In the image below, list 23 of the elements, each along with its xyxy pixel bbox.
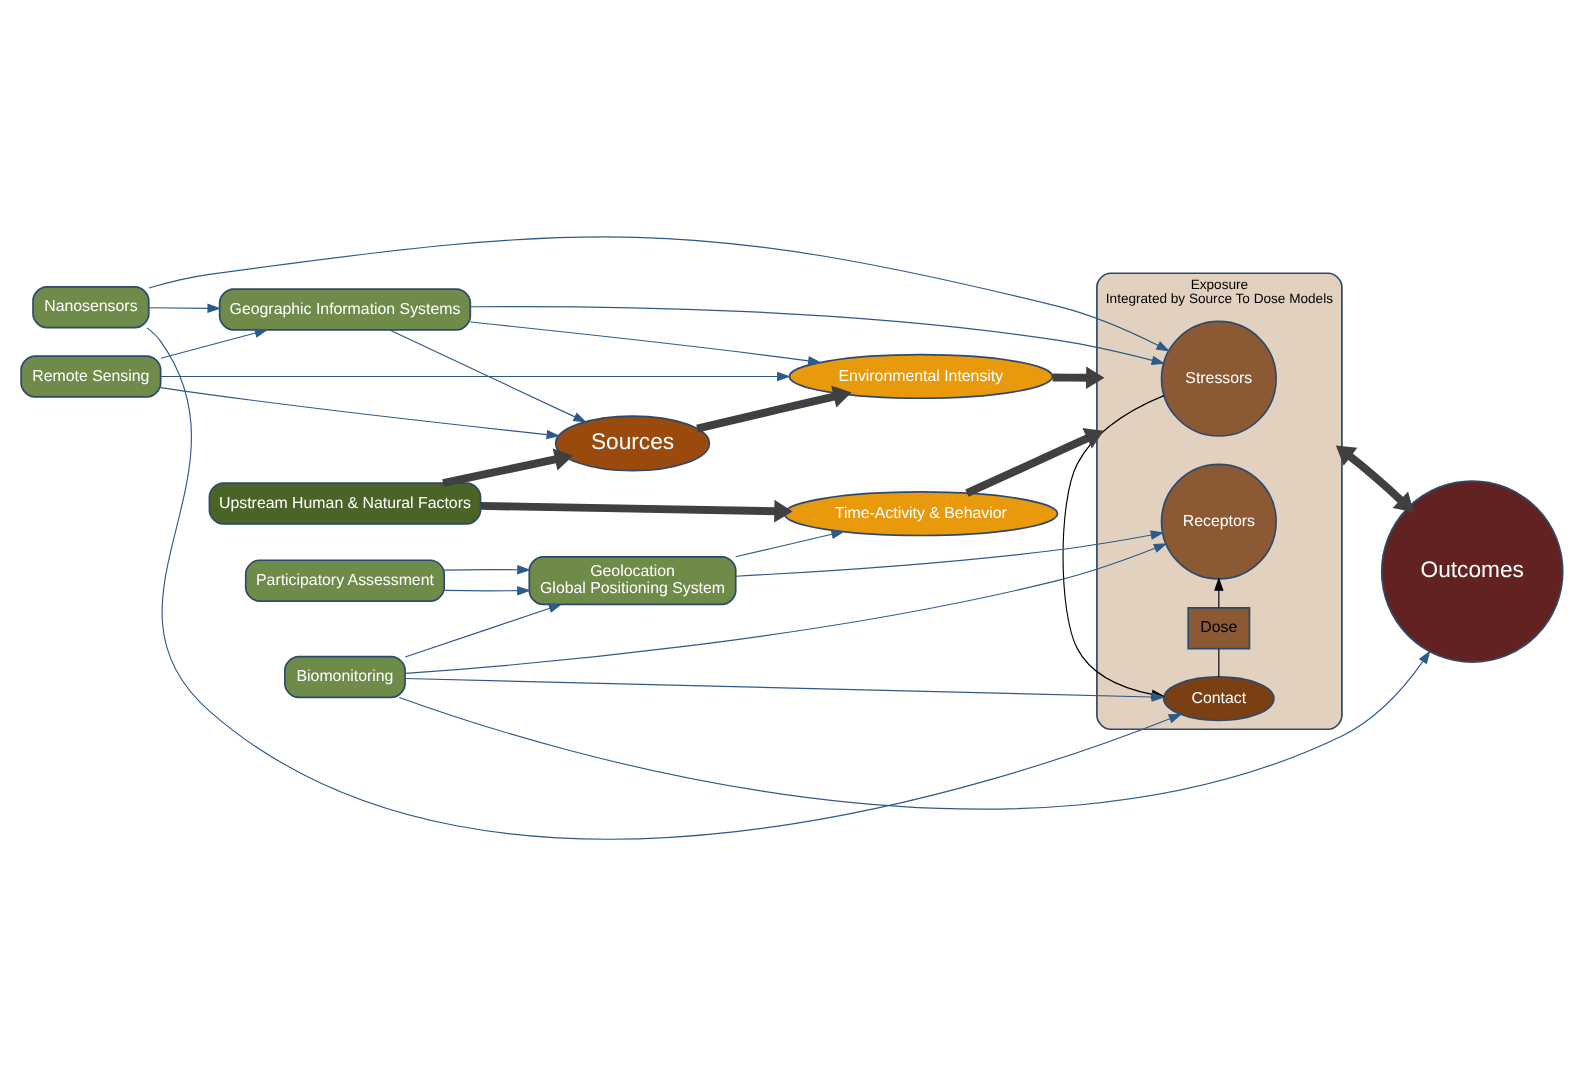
- arrow: [442, 447, 574, 486]
- arrow: [398, 649, 1431, 809]
- arrow: [404, 542, 1168, 673]
- arrow: [443, 584, 531, 595]
- arrow: [1335, 444, 1414, 512]
- arrow: [696, 384, 852, 432]
- arrow: [443, 564, 531, 574]
- arrow: [146, 326, 1183, 839]
- arrow: [389, 328, 587, 422]
- arrow: [148, 302, 222, 313]
- arrow: [965, 427, 1104, 496]
- arrow: [469, 305, 1166, 364]
- arrow: [480, 498, 793, 522]
- arrow: [148, 235, 1170, 351]
- arrow: [160, 386, 561, 439]
- arrow: [160, 370, 791, 381]
- arrow: [1052, 365, 1105, 388]
- arrow: [404, 602, 563, 657]
- arrow: [469, 320, 822, 365]
- connector: [1218, 647, 1220, 677]
- arrow: [160, 327, 269, 358]
- arrow: [735, 529, 1165, 576]
- arrow: [735, 528, 845, 557]
